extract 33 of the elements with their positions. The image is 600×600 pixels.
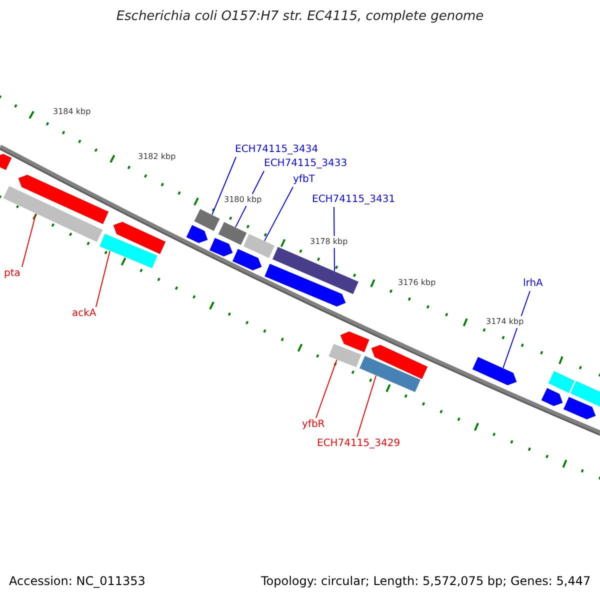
scale-label: 3182 kbp: [137, 151, 177, 163]
genome-info-text: Topology: circular; Length: 5,572,075 bp; Genes: 5,447: [261, 575, 591, 587]
leader-line: [212, 156, 236, 216]
leader-line: [356, 375, 376, 438]
gene-bar: [99, 233, 158, 269]
leader-line: [316, 359, 338, 418]
gene-bar: [328, 343, 362, 368]
gene-bar: [272, 246, 360, 295]
gene-label: lrhA: [523, 278, 543, 290]
gene-bar: [2, 185, 104, 243]
scale-label: 3180 kbp: [223, 194, 263, 206]
gene-label: yfbT: [293, 174, 315, 186]
gene-label: pta: [4, 268, 20, 280]
scale-label: 3178 kbp: [309, 236, 349, 248]
leader-line: [22, 213, 36, 268]
leader-line: [96, 250, 110, 308]
gene-label: ECH74115_3429: [317, 438, 400, 450]
gene-bar: [472, 356, 518, 386]
gene-label: yfbR: [302, 419, 325, 431]
gene-bar: [194, 208, 220, 232]
accession-text: Accession: NC_011353: [9, 575, 146, 587]
scale-label: 3174 kbp: [485, 316, 525, 328]
gene-bar: [358, 355, 422, 393]
gene-label: ECH74115_3434: [235, 144, 318, 156]
scale-label: 3176 kbp: [397, 277, 437, 289]
scale-label: 3184 kbp: [52, 106, 92, 118]
diagram-title: Escherichia coli O157:H7 str. EC4115, complete genome: [115, 11, 485, 23]
gene-label: ackA: [72, 308, 96, 320]
leader-line: [264, 186, 294, 242]
gene-bar: [242, 233, 276, 259]
gene-label: ECH74115_3433: [264, 158, 348, 170]
gene-bar: [218, 221, 248, 246]
gene-label: ECH74115_3431: [312, 194, 396, 206]
